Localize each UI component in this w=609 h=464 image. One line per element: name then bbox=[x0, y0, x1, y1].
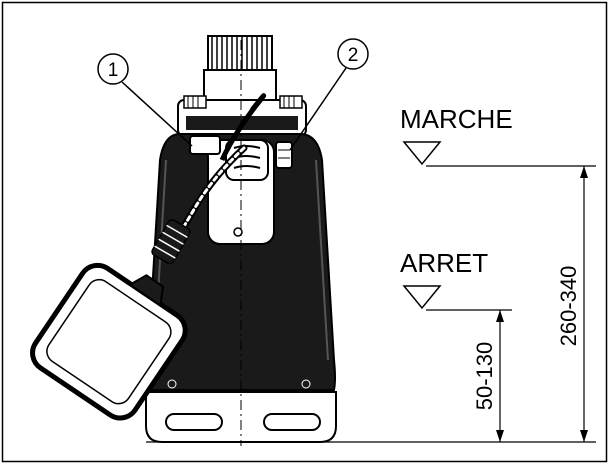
float-body bbox=[30, 262, 188, 421]
svg-text:1: 1 bbox=[108, 60, 119, 81]
dimension-large: 260-340 bbox=[556, 166, 588, 442]
dimension-small-label: 50-130 bbox=[472, 342, 497, 411]
off-level-label: ARRET bbox=[400, 248, 488, 278]
callout-2: 2 ② bbox=[289, 38, 369, 151]
pump-handle bbox=[177, 95, 307, 137]
cable-clip bbox=[225, 139, 269, 181]
off-level-triangle bbox=[402, 285, 442, 310]
pump-base bbox=[145, 391, 337, 443]
float-switch-pivot bbox=[275, 141, 293, 169]
off-level-marker: ARRET bbox=[400, 248, 512, 311]
dimension-small: 50-130 bbox=[472, 310, 504, 442]
on-level-label: MARCHE bbox=[400, 104, 513, 134]
pump-outlet-connector bbox=[203, 35, 277, 103]
on-level-marker: MARCHE bbox=[400, 104, 596, 167]
float-switch bbox=[30, 93, 267, 421]
svg-text:2: 2 bbox=[348, 45, 359, 66]
callout-1: 1 ① bbox=[97, 53, 193, 147]
on-level-triangle bbox=[402, 141, 442, 166]
dimension-large-label: 260-340 bbox=[556, 266, 581, 347]
